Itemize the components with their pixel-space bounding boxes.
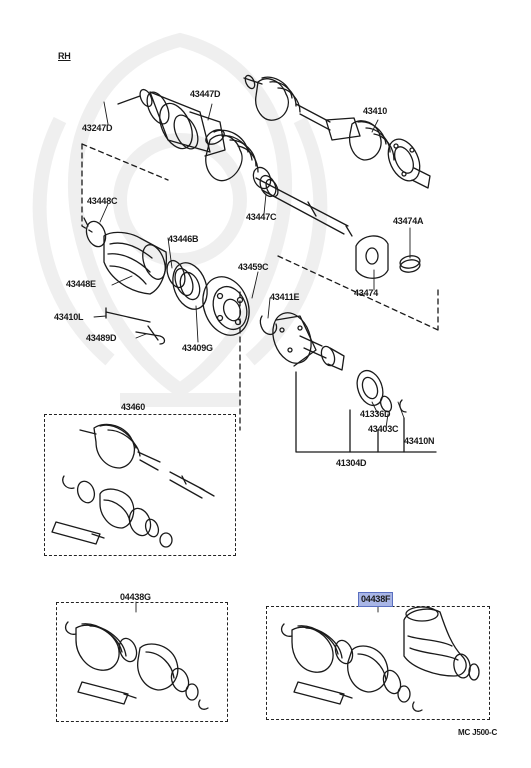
- outboard-joint-cage: [172, 262, 208, 310]
- part-label-41336D[interactable]: 41336D: [360, 409, 391, 419]
- part-label-43474A[interactable]: 43474A: [393, 216, 424, 226]
- kit-box-04438G: [56, 602, 228, 722]
- part-label-43409G[interactable]: 43409G: [182, 343, 213, 353]
- drawing-code: MC J500-C: [458, 728, 498, 737]
- outboard-joint-hub: [272, 312, 345, 371]
- leader-lines: [93, 101, 411, 613]
- part-label-43411E[interactable]: 43411E: [270, 292, 300, 302]
- outboard-boot: [103, 231, 168, 295]
- hose-clip: [135, 325, 166, 345]
- assembly-bracket: [295, 371, 437, 453]
- part-label-43459C[interactable]: 43459C: [238, 262, 269, 272]
- part-label-43489D[interactable]: 43489D: [86, 333, 117, 343]
- part-label-43448E[interactable]: 43448E: [66, 279, 96, 289]
- outboard-joint-inner-race: [202, 276, 250, 336]
- kit-box-04438F: [266, 606, 490, 720]
- part-label-43446B[interactable]: 43446B: [168, 234, 199, 244]
- part-label-43448C[interactable]: 43448C: [87, 196, 118, 206]
- kit-04438G-drawing: [64, 621, 209, 710]
- kit-04438F-drawing: [280, 606, 480, 712]
- watermark-crest-icon: [32, 32, 328, 407]
- part-label-43474[interactable]: 43474: [354, 288, 379, 298]
- snap-ring: [259, 315, 278, 336]
- part-label-43410[interactable]: 43410: [363, 106, 388, 116]
- side-label: RH: [58, 51, 71, 61]
- part-label-04438F-highlighted[interactable]: 04438F: [358, 592, 394, 607]
- part-label-43410N[interactable]: 43410N: [404, 436, 435, 446]
- boot-clamp-large: [83, 217, 107, 248]
- part-label-04438G[interactable]: 04438G: [120, 592, 151, 602]
- part-label-41304D[interactable]: 41304D: [336, 458, 367, 468]
- complete-drive-shaft: [243, 74, 431, 189]
- part-label-43447D[interactable]: 43447D: [190, 89, 221, 99]
- kit-box-43460: [44, 414, 236, 556]
- part-label-43403C[interactable]: 43403C: [368, 424, 399, 434]
- part-label-43247D[interactable]: 43247D: [82, 123, 113, 133]
- part-label-43447C[interactable]: 43447C: [246, 212, 277, 222]
- boot-clamp-inboard: [259, 174, 279, 198]
- kit-43460-drawing: [51, 423, 215, 548]
- part-label-43410L[interactable]: 43410L: [54, 312, 84, 322]
- bearing-retainer: [399, 255, 421, 273]
- part-label-43460[interactable]: 43460: [121, 402, 146, 412]
- dust-deflector: [356, 369, 384, 407]
- bolt: [105, 307, 151, 323]
- o-ring: [379, 395, 393, 413]
- inboard-boot: [205, 129, 272, 190]
- main-shaft: [255, 177, 353, 237]
- inner-bearing-cover: [355, 235, 389, 279]
